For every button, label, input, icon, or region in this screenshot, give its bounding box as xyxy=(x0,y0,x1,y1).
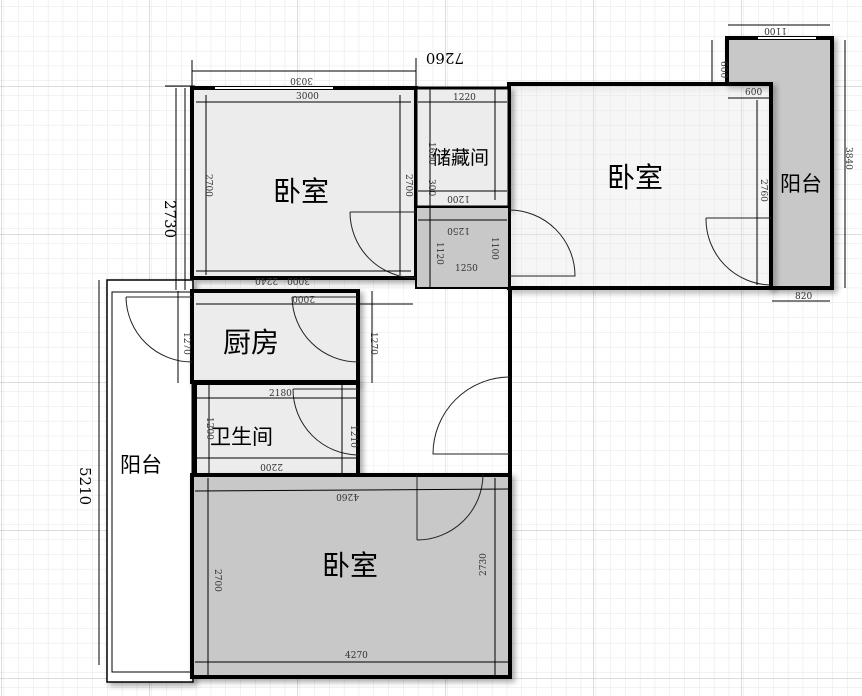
dim: 2240 xyxy=(255,275,278,285)
hallway xyxy=(358,291,510,475)
dim: 1250 xyxy=(447,225,470,235)
dim: 2700 xyxy=(403,174,413,197)
dim: 2730 xyxy=(479,553,489,576)
dim: 4270 xyxy=(345,651,368,661)
door-icon xyxy=(508,209,576,277)
dim: 2700 xyxy=(212,569,222,592)
dim: 1120 xyxy=(434,242,444,265)
dim-left-height: 2730 xyxy=(161,200,179,238)
dim: 2180 xyxy=(269,389,292,399)
door-icon xyxy=(349,211,417,279)
kitchen[interactable]: 厨房 xyxy=(190,289,360,384)
room-label: 厨房 xyxy=(223,326,279,359)
bedroom-bottom[interactable]: 卧室 xyxy=(190,473,512,679)
dim: 2760 xyxy=(758,179,768,202)
dim: 1200 xyxy=(204,417,214,440)
dim: 1250 xyxy=(455,264,478,274)
doors xyxy=(125,209,772,541)
dim: 4260 xyxy=(336,491,359,501)
dim: 1100 xyxy=(489,237,499,260)
room-label: 卧室 xyxy=(322,549,378,582)
dim: 3000 xyxy=(296,92,319,102)
door-icon xyxy=(292,388,359,456)
dim: 300 xyxy=(426,179,436,196)
dim-overall-width: 7260 xyxy=(426,49,464,67)
dim: 1270 xyxy=(368,332,378,355)
dim: 3000 xyxy=(287,275,310,285)
bedroom-top-right[interactable]: 卧室 xyxy=(507,82,773,290)
dim: 1200 xyxy=(447,193,470,203)
room-label: 储藏间 xyxy=(432,147,489,169)
dimension-labels: 7260 2730 5210 3030 3000 3000 2240 2700 … xyxy=(76,25,853,661)
room-label: 卧室 xyxy=(273,175,329,208)
dim: 1600 xyxy=(426,142,436,165)
balcony-left[interactable]: 阳台 xyxy=(106,279,194,683)
door-icon xyxy=(705,217,772,286)
room-label: 卫生间 xyxy=(210,425,273,449)
dim: 2700 xyxy=(203,174,213,197)
dim: 2000 xyxy=(292,293,315,303)
dim: 1270 xyxy=(181,332,191,355)
door-icon xyxy=(416,474,484,541)
room-label: 阳台 xyxy=(780,172,822,196)
room-label: 卧室 xyxy=(607,161,663,194)
bedroom-top-left[interactable]: 卧室 xyxy=(190,86,418,280)
dim: 2200 xyxy=(260,461,283,471)
room-label: 阳台 xyxy=(120,453,162,477)
dim-balcony-height: 5210 xyxy=(76,467,94,505)
door-icon xyxy=(125,296,193,363)
dim: 3030 xyxy=(290,75,313,85)
dim: 600 xyxy=(718,61,728,78)
dim: 1220 xyxy=(453,93,476,103)
dim: 1210 xyxy=(348,425,358,448)
door-icon xyxy=(432,376,511,455)
door-icon xyxy=(291,296,359,363)
dim: 600 xyxy=(745,88,762,98)
dim: 820 xyxy=(795,292,812,302)
dim: 3840 xyxy=(843,147,853,170)
dim: 1100 xyxy=(764,25,787,35)
dimension-lines xyxy=(98,24,846,675)
